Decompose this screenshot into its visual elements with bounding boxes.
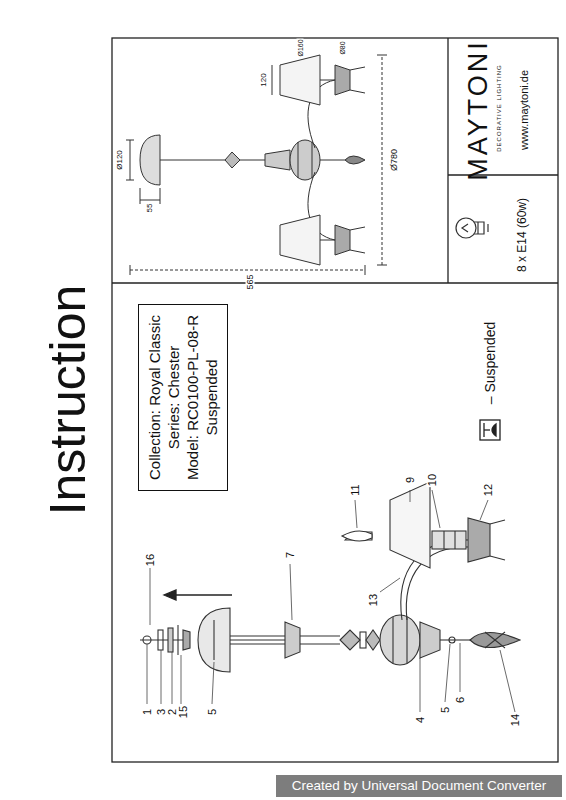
callout-number: 5 [440,706,451,714]
dimension: Ø160 [297,38,304,57]
callout-number: 7 [285,551,296,559]
callout-number: 4 [415,716,426,724]
watermark: Created by Universal Document Converter [276,775,562,797]
callout-number: 5 [207,708,218,716]
website-url: www.maytoni.de [519,70,530,150]
callout-number: 12 [483,483,494,497]
brand-logo: MAYTONI [465,39,492,181]
callout-number: 15 [178,705,189,719]
dimension: 565 [246,273,255,290]
info-text: Series: Chester [164,315,183,480]
dimension: 120 [260,72,268,87]
dimension: 55 [146,203,154,214]
callout-number: 6 [455,696,466,704]
dimension: Ø80 [339,40,346,55]
dimension: Ø120 [116,149,124,171]
callout-number: 14 [510,713,521,727]
callout-number: 9 [405,476,416,484]
sheet-title: Instruction [43,285,93,516]
callout-number: 13 [368,593,379,607]
brand-tagline: DECORATIVE LIGHTING [496,64,502,152]
callout-number: 3 [156,708,167,716]
info-text: Model: RC0100-PL-08-R [183,315,202,480]
callout-number: 16 [145,553,156,567]
dimension: Ø780 [390,148,399,172]
mount-type: – Suspended [483,322,497,405]
callout-number: 2 [167,708,178,716]
callout-number: 10 [427,473,438,487]
info-box: Collection: Royal ClassicSeries: Chester… [138,304,228,491]
info-text: Suspended [202,315,221,480]
lamp-spec: 8 x E14 (60w) [516,198,528,272]
callout-number: 11 [350,483,361,496]
info-text: Collection: Royal Classic [145,315,164,480]
callout-number: 1 [142,708,153,716]
